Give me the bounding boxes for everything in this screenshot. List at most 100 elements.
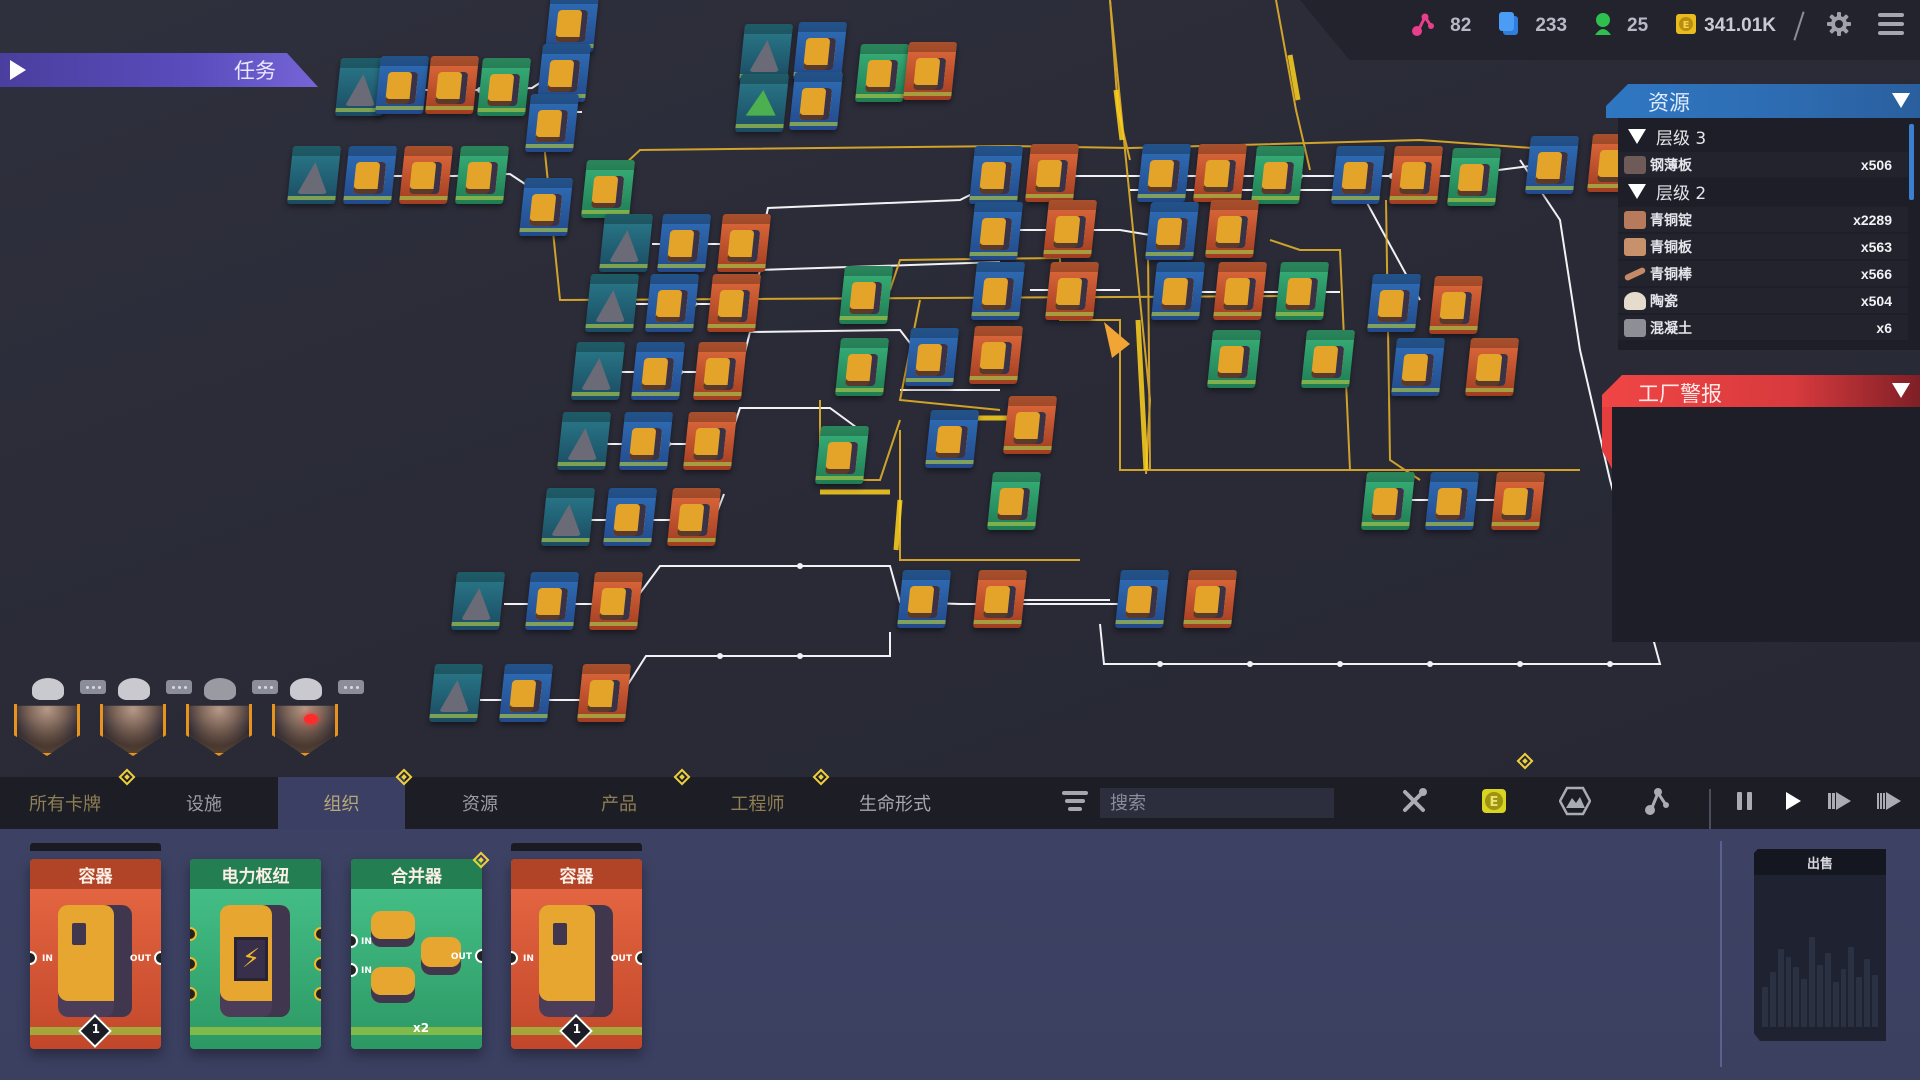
machine-node[interactable] bbox=[286, 146, 342, 204]
machine-node[interactable] bbox=[666, 488, 722, 546]
factory-graph-canvas[interactable] bbox=[0, 0, 1920, 780]
machine-node[interactable] bbox=[854, 44, 910, 102]
machine-node[interactable] bbox=[1144, 202, 1200, 260]
machine-node[interactable] bbox=[556, 412, 612, 470]
resource-item-ceramic[interactable]: 陶瓷 x504 bbox=[1618, 288, 1908, 313]
machine-node[interactable] bbox=[576, 664, 632, 722]
machine-node[interactable] bbox=[424, 56, 480, 114]
machine-node[interactable] bbox=[656, 214, 712, 272]
settings-button[interactable] bbox=[1826, 11, 1852, 41]
resource-item-concrete[interactable]: 混凝土 x6 bbox=[1618, 315, 1908, 340]
power-port[interactable] bbox=[314, 927, 321, 941]
machine-node[interactable] bbox=[570, 342, 626, 400]
tab-all-cards[interactable]: 所有卡牌 bbox=[0, 777, 130, 829]
card-container[interactable]: 容器 IN OUT 1 bbox=[511, 859, 642, 1049]
machine-node[interactable] bbox=[924, 410, 980, 468]
engineer-portrait-3[interactable] bbox=[186, 676, 278, 756]
alerts-panel-header[interactable]: 工厂警报 bbox=[1602, 375, 1920, 407]
chat-bubble-icon[interactable] bbox=[252, 680, 278, 694]
chat-bubble-icon[interactable] bbox=[166, 680, 192, 694]
input-port[interactable] bbox=[30, 951, 37, 965]
machine-node[interactable] bbox=[1366, 274, 1422, 332]
tab-facilities[interactable]: 设施 bbox=[130, 777, 278, 829]
power-port[interactable] bbox=[314, 957, 321, 971]
machine-node[interactable] bbox=[1024, 144, 1080, 202]
resource-item-bronze-rod[interactable]: 青铜棒 x566 bbox=[1618, 261, 1908, 286]
chat-bubble-icon[interactable] bbox=[338, 680, 364, 694]
machine-node[interactable] bbox=[1042, 200, 1098, 258]
machine-node[interactable] bbox=[1206, 330, 1262, 388]
filter-button[interactable] bbox=[1062, 791, 1088, 817]
machine-node[interactable] bbox=[518, 178, 574, 236]
machine-node[interactable] bbox=[450, 572, 506, 630]
machine-node[interactable] bbox=[1274, 262, 1330, 320]
machine-node[interactable] bbox=[1360, 472, 1416, 530]
input-port[interactable] bbox=[511, 951, 518, 965]
machine-node[interactable] bbox=[580, 160, 636, 218]
machine-node[interactable] bbox=[904, 328, 960, 386]
tab-products[interactable]: 产品 bbox=[555, 777, 683, 829]
machine-node[interactable] bbox=[540, 488, 596, 546]
research-tree-button[interactable] bbox=[1639, 785, 1675, 821]
machine-node[interactable] bbox=[970, 262, 1026, 320]
machine-node[interactable] bbox=[902, 42, 958, 100]
input-port[interactable] bbox=[351, 934, 358, 948]
machine-node[interactable] bbox=[972, 570, 1028, 628]
chat-bubble-icon[interactable] bbox=[80, 680, 106, 694]
machine-node[interactable] bbox=[428, 664, 484, 722]
output-port[interactable] bbox=[154, 951, 161, 965]
machine-node[interactable] bbox=[598, 214, 654, 272]
input-port[interactable] bbox=[351, 963, 358, 977]
machine-node[interactable] bbox=[584, 274, 640, 332]
machine-node[interactable] bbox=[1150, 262, 1206, 320]
machine-node[interactable] bbox=[716, 214, 772, 272]
machine-node[interactable] bbox=[706, 274, 762, 332]
machine-node[interactable] bbox=[1524, 136, 1580, 194]
tab-resources[interactable]: 资源 bbox=[405, 777, 555, 829]
machine-node[interactable] bbox=[1490, 472, 1546, 530]
card-container[interactable]: 容器 IN OUT 1 bbox=[30, 859, 161, 1049]
card-power-hub[interactable]: 电力枢纽 ⚡ bbox=[190, 859, 321, 1049]
machine-node[interactable] bbox=[1300, 330, 1356, 388]
machine-node[interactable] bbox=[896, 570, 952, 628]
machine-node[interactable] bbox=[968, 326, 1024, 384]
build-tools-button[interactable] bbox=[1396, 785, 1432, 821]
tab-lifeforms[interactable]: 生命形式 bbox=[830, 777, 960, 829]
pause-button[interactable] bbox=[1727, 785, 1763, 821]
machine-node[interactable] bbox=[524, 572, 580, 630]
machine-node[interactable] bbox=[1192, 144, 1248, 202]
power-port[interactable] bbox=[190, 987, 197, 1001]
machine-node[interactable] bbox=[1446, 148, 1502, 206]
engineer-portrait-1[interactable] bbox=[14, 676, 106, 756]
power-port[interactable] bbox=[190, 927, 197, 941]
machine-node[interactable] bbox=[834, 338, 890, 396]
machine-node[interactable] bbox=[734, 74, 790, 132]
machine-node[interactable] bbox=[1002, 396, 1058, 454]
energy-button[interactable]: E bbox=[1476, 785, 1512, 821]
fastest-forward-button[interactable] bbox=[1871, 785, 1907, 821]
machine-node[interactable] bbox=[1428, 276, 1484, 334]
machine-node[interactable] bbox=[968, 146, 1024, 204]
machine-node[interactable] bbox=[1390, 338, 1446, 396]
machine-node[interactable] bbox=[498, 664, 554, 722]
resource-item-bronze-plate[interactable]: 青铜板 x563 bbox=[1618, 234, 1908, 259]
tier-3-header[interactable]: 层级 3 bbox=[1618, 122, 1920, 150]
machine-node[interactable] bbox=[692, 342, 748, 400]
resources-panel-header[interactable]: 资源 bbox=[1606, 84, 1920, 118]
machine-node[interactable] bbox=[1044, 262, 1100, 320]
machine-node[interactable] bbox=[342, 146, 398, 204]
resource-item-bronze-ingot[interactable]: 青铜锭 x2289 bbox=[1618, 207, 1908, 232]
machine-node[interactable] bbox=[1424, 472, 1480, 530]
main-menu-button[interactable] bbox=[1878, 12, 1904, 40]
machine-node[interactable] bbox=[454, 146, 510, 204]
tier-2-header[interactable]: 层级 2 bbox=[1618, 177, 1920, 205]
machine-node[interactable] bbox=[1464, 338, 1520, 396]
machine-node[interactable] bbox=[602, 488, 658, 546]
output-port[interactable] bbox=[635, 951, 642, 965]
engineer-portrait-2[interactable] bbox=[100, 676, 192, 756]
machine-node[interactable] bbox=[644, 274, 700, 332]
play-button[interactable] bbox=[1775, 785, 1811, 821]
engineer-portrait-4[interactable] bbox=[272, 676, 364, 756]
machine-node[interactable] bbox=[682, 412, 738, 470]
terrain-button[interactable] bbox=[1557, 785, 1593, 821]
